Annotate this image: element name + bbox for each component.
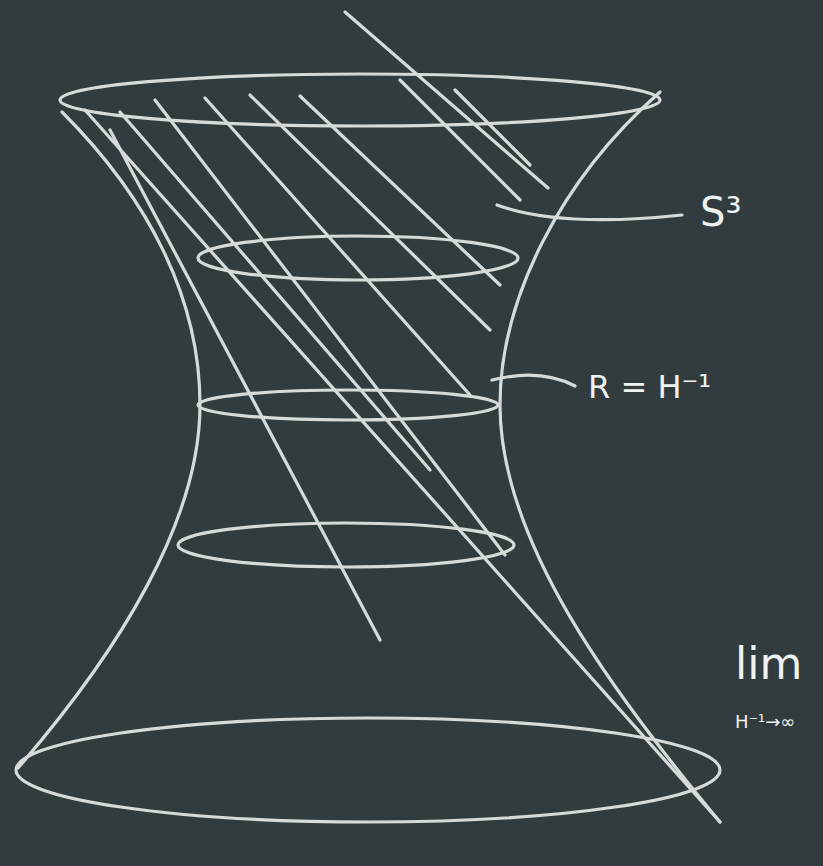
limit-subscript: H⁻¹→∞	[735, 712, 795, 732]
limit-label: lim	[735, 640, 802, 688]
radius-label: R = H⁻¹	[588, 370, 711, 405]
sphere-label: S³	[700, 190, 741, 234]
